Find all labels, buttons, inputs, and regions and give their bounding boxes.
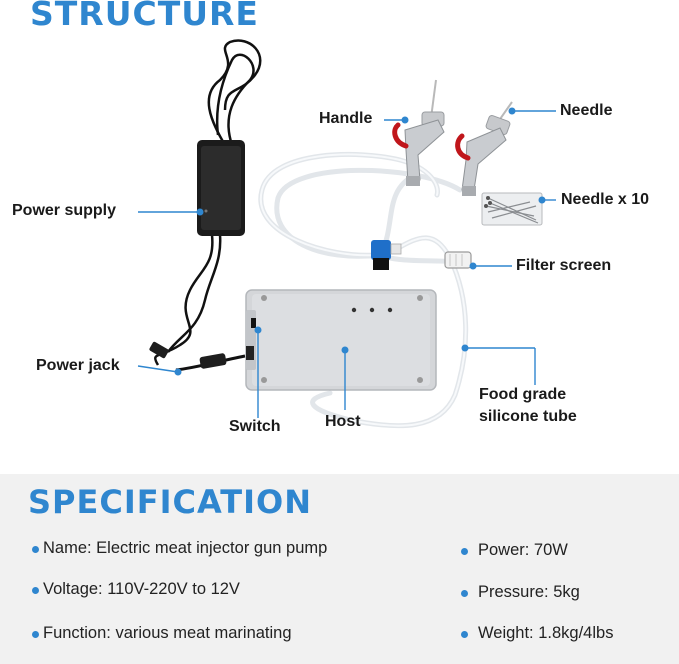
filter-screen xyxy=(444,251,472,269)
host-unit xyxy=(245,289,437,391)
label-food-grade-line1: Food grade xyxy=(479,386,567,403)
label-power-supply: Power supply xyxy=(12,202,117,219)
needle-pack xyxy=(481,192,543,226)
label-food-grade-line2: silicone tube xyxy=(479,408,577,425)
injector-handle-2 xyxy=(455,101,513,196)
spec-voltage: Voltage: 110V-220V to 12V xyxy=(43,580,240,598)
specification-panel xyxy=(0,474,679,664)
product-diagram xyxy=(137,39,556,429)
label-power-jack: Power jack xyxy=(36,357,120,374)
spec-pressure: Pressure: 5kg xyxy=(478,583,580,601)
power-jack-connector xyxy=(149,341,246,372)
label-handle: Handle xyxy=(319,110,373,127)
bullet-icon xyxy=(32,587,39,594)
bullet-icon xyxy=(32,546,39,553)
label-needle-x10: Needle x 10 xyxy=(561,191,650,208)
spec-weight: Weight: 1.8kg/4lbs xyxy=(478,624,614,642)
tube-fitting xyxy=(371,240,402,270)
bullet-icon xyxy=(461,631,468,638)
bullet-icon xyxy=(461,548,468,555)
bullet-icon xyxy=(461,590,468,597)
label-host: Host xyxy=(325,413,361,430)
label-needle: Needle xyxy=(560,102,613,119)
bullet-icon xyxy=(32,631,39,638)
leader-lines xyxy=(137,107,556,418)
label-filter-screen: Filter screen xyxy=(516,257,612,274)
injector-handle xyxy=(392,79,445,186)
structure-title: STRUCTURE xyxy=(30,0,259,33)
specification-title: SPECIFICATION xyxy=(28,483,312,521)
spec-function: Function: various meat marinating xyxy=(43,624,292,642)
spec-name: Name: Electric meat injector gun pump xyxy=(43,539,328,557)
label-switch: Switch xyxy=(229,418,281,435)
power-supply-adapter xyxy=(197,140,245,236)
spec-power: Power: 70W xyxy=(478,541,568,559)
